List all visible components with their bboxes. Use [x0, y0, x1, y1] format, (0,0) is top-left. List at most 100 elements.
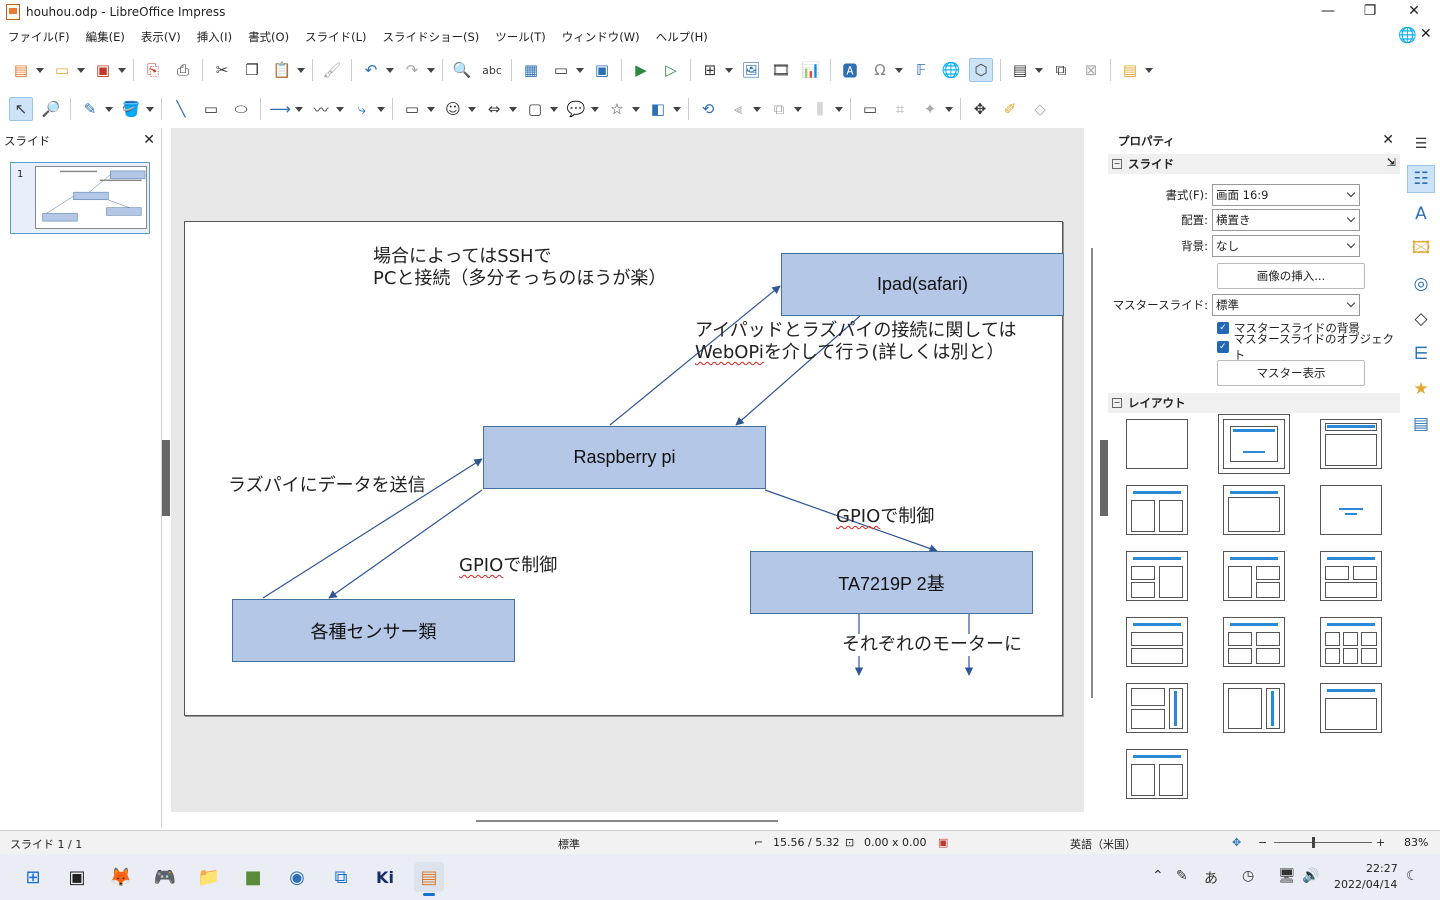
- impress-taskbar-icon[interactable]: ▤: [414, 862, 444, 896]
- styles-deck-icon[interactable]: A: [1415, 204, 1427, 224]
- duplicate-slide-icon[interactable]: ⧉: [1055, 61, 1067, 79]
- textbox-icon[interactable]: 🅰: [842, 61, 858, 80]
- vertical-scrollbar[interactable]: [1089, 128, 1095, 698]
- block-arrows-icon[interactable]: ⇔: [482, 97, 517, 121]
- menu-view[interactable]: 表示(V): [140, 30, 181, 44]
- menu-slide[interactable]: スライド(L): [305, 30, 367, 44]
- document-modified-icon[interactable]: ▣: [938, 836, 949, 849]
- layout-title-content-over[interactable]: [1126, 617, 1188, 667]
- layout-centered-text[interactable]: [1320, 485, 1382, 535]
- stars-icon[interactable]: ☆: [605, 97, 640, 121]
- shadow-icon[interactable]: ▭: [862, 100, 878, 118]
- points-icon[interactable]: ✥: [973, 100, 987, 118]
- rotate-icon[interactable]: ⟲: [701, 100, 715, 118]
- navigator-deck-icon[interactable]: ◎: [1413, 274, 1429, 294]
- slide-thumbnail-1[interactable]: 1: [10, 162, 150, 234]
- crop-icon[interactable]: ⌗: [895, 100, 905, 118]
- menu-format[interactable]: 書式(O): [248, 30, 290, 44]
- layout-title-content[interactable]: [1320, 419, 1382, 469]
- clock-app-icon[interactable]: ◷: [1242, 868, 1255, 884]
- undo-icon[interactable]: ↶: [359, 58, 394, 82]
- toggle-extrusion-icon[interactable]: ◇: [1034, 100, 1046, 118]
- pen-menu-icon[interactable]: ✎: [1176, 868, 1188, 884]
- symbol-shapes-icon[interactable]: ☺: [441, 97, 476, 121]
- table-icon[interactable]: ⊞: [698, 58, 733, 82]
- glue-points-icon[interactable]: ✐: [1003, 100, 1017, 118]
- slide-canvas[interactable]: 場合によってはSSHで PCと接続（多分そっちのほうが楽） Ipad(safar…: [184, 221, 1064, 716]
- image-icon[interactable]: 🖼: [741, 61, 761, 79]
- basic-shapes-icon[interactable]: ▭: [400, 97, 435, 121]
- layout-blank[interactable]: [1126, 419, 1188, 469]
- zoom-slider-handle[interactable]: [1312, 837, 1315, 848]
- rectangle-tool-icon[interactable]: ▭: [203, 100, 219, 118]
- line-color-icon[interactable]: ✎: [78, 97, 113, 121]
- paste-icon[interactable]: 📋: [270, 58, 305, 82]
- curves-icon[interactable]: 〰: [309, 97, 344, 121]
- discord-icon[interactable]: 🎮: [153, 866, 177, 888]
- task-view-icon[interactable]: ▣: [68, 866, 86, 888]
- taskbar-date[interactable]: 2022/04/14: [1334, 878, 1398, 891]
- globe-icon[interactable]: 🌐: [1398, 26, 1417, 44]
- master-objects-checkbox[interactable]: ✓ マスタースライドのオブジェクト: [1217, 332, 1400, 362]
- redo-icon[interactable]: ↷: [400, 58, 435, 82]
- shapes-deck-icon[interactable]: ◇: [1414, 309, 1428, 329]
- menu-window[interactable]: ウィンドウ(W): [561, 30, 640, 44]
- lines-arrows-icon[interactable]: ⟶: [268, 97, 303, 121]
- vscode-icon[interactable]: ⧉: [334, 866, 348, 888]
- zoom-in-button[interactable]: +: [1376, 836, 1386, 849]
- more-options-icon[interactable]: ⇲: [1386, 156, 1396, 169]
- notification-icon[interactable]: ☾: [1406, 868, 1419, 884]
- layout-content-2-content[interactable]: [1126, 551, 1188, 601]
- taskbar-time[interactable]: 22:27: [1366, 862, 1398, 875]
- menu-slideshow[interactable]: スライドショー(S): [382, 30, 480, 44]
- distribute-icon[interactable]: ⫼: [808, 97, 843, 121]
- gallery-deck-icon[interactable]: 🖾: [1411, 237, 1431, 258]
- menu-tools[interactable]: ツール(T): [495, 30, 546, 44]
- slide-transition-deck-icon[interactable]: ⋿: [1413, 344, 1429, 364]
- select-pointer-icon[interactable]: ↖: [9, 97, 33, 121]
- layout-title-2-content[interactable]: [1126, 485, 1188, 535]
- orientation-select[interactable]: 横置き: [1212, 209, 1360, 231]
- filter-icon[interactable]: ✦: [918, 97, 953, 121]
- format-select[interactable]: 画面 16:9: [1212, 184, 1360, 206]
- menu-help[interactable]: ヘルプ(H): [655, 30, 708, 44]
- section-layout-header[interactable]: − レイアウト: [1108, 393, 1400, 413]
- start-first-slide-icon[interactable]: ▶: [635, 61, 647, 79]
- open-folder-icon[interactable]: ▭: [50, 58, 85, 82]
- layout-two-over-content[interactable]: [1320, 551, 1382, 601]
- box-sensors[interactable]: 各種センサー類: [232, 599, 515, 662]
- layout-four-content[interactable]: [1223, 617, 1285, 667]
- cut-icon[interactable]: ✂: [215, 61, 229, 79]
- 3d-objects-icon[interactable]: ◧: [646, 97, 681, 121]
- box-ta7219p[interactable]: TA7219P 2基: [750, 551, 1033, 614]
- ellipse-tool-icon[interactable]: ⬭: [234, 100, 248, 118]
- box-ipad[interactable]: Ipad(safari): [781, 253, 1064, 316]
- menu-edit[interactable]: 編集(E): [85, 30, 125, 44]
- volume-icon[interactable]: 🔊: [1302, 868, 1320, 884]
- special-character-icon[interactable]: Ω: [868, 58, 903, 82]
- sidebar-settings-menu-icon[interactable]: ☰: [1414, 136, 1428, 152]
- layout-title-vertical-text[interactable]: [1320, 683, 1382, 733]
- line-tool-icon[interactable]: ╲: [176, 100, 186, 118]
- collapse-sidebar-handle[interactable]: [1100, 440, 1108, 516]
- display-views-icon[interactable]: ▭: [549, 58, 584, 82]
- master-view-button[interactable]: マスター表示: [1217, 360, 1365, 386]
- flowchart-icon[interactable]: ▢: [523, 97, 558, 121]
- status-zoom[interactable]: 83%: [1404, 836, 1429, 849]
- connectors-icon[interactable]: ⤷: [350, 97, 385, 121]
- fill-color-icon[interactable]: 🪣: [119, 97, 154, 121]
- layout-title-only[interactable]: [1223, 485, 1285, 535]
- fontwork-icon[interactable]: 𝔽: [915, 61, 927, 79]
- master-slide-icon[interactable]: ▣: [594, 61, 610, 79]
- copy-icon[interactable]: ❐: [245, 61, 259, 79]
- menu-file[interactable]: ファイル(F): [8, 30, 70, 44]
- new-slide-icon[interactable]: ▤: [1008, 58, 1043, 82]
- maximize-button[interactable]: ❐: [1363, 3, 1377, 19]
- close-window-button[interactable]: ✕: [1408, 3, 1420, 19]
- minecraft-icon[interactable]: ■: [244, 866, 262, 888]
- zoom-out-button[interactable]: −: [1258, 836, 1268, 849]
- align-icon[interactable]: ⫷: [726, 97, 761, 121]
- note-ssh[interactable]: 場合によってはSSHで PCと接続（多分そっちのほうが楽）: [373, 246, 666, 290]
- section-slide-header[interactable]: − スライド ⇲: [1108, 154, 1400, 174]
- draw-functions-icon[interactable]: ⬡: [969, 58, 993, 82]
